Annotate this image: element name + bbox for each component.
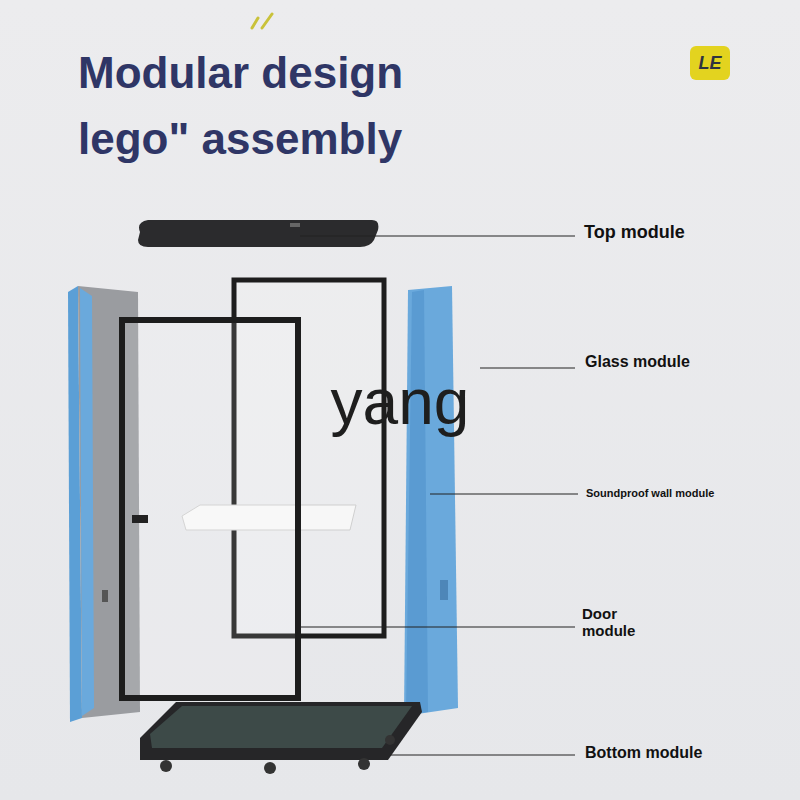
watermark: yang <box>331 365 470 439</box>
title: Modular design lego" assembly <box>78 40 478 172</box>
switch <box>102 590 108 602</box>
part-label: Soundproof wall module <box>586 487 714 499</box>
deco-mark <box>252 14 272 28</box>
leader-line <box>480 368 575 369</box>
part-label: Top module <box>584 222 685 243</box>
leader-line <box>430 494 578 495</box>
vent <box>440 580 448 600</box>
part-label: Glass module <box>585 353 690 371</box>
part-label: Door module <box>582 605 642 639</box>
wheel <box>358 758 370 770</box>
base <box>140 702 422 760</box>
right-wall-edge <box>406 290 428 714</box>
carpet <box>150 706 412 748</box>
wheel <box>160 760 172 772</box>
top-slot <box>290 223 300 227</box>
top-module <box>138 220 378 247</box>
door-handle <box>132 515 148 523</box>
right-wall <box>404 286 458 716</box>
leader-line <box>300 627 575 628</box>
wheel <box>264 762 276 774</box>
leader-line <box>300 236 575 237</box>
left-wall-blue <box>80 288 94 716</box>
logo-badge: LE <box>690 46 730 80</box>
door-frame <box>122 320 298 698</box>
leader-line <box>390 755 575 756</box>
badge-text: LE <box>698 53 721 74</box>
wheel <box>385 735 395 745</box>
part-label: Bottom module <box>585 744 702 762</box>
